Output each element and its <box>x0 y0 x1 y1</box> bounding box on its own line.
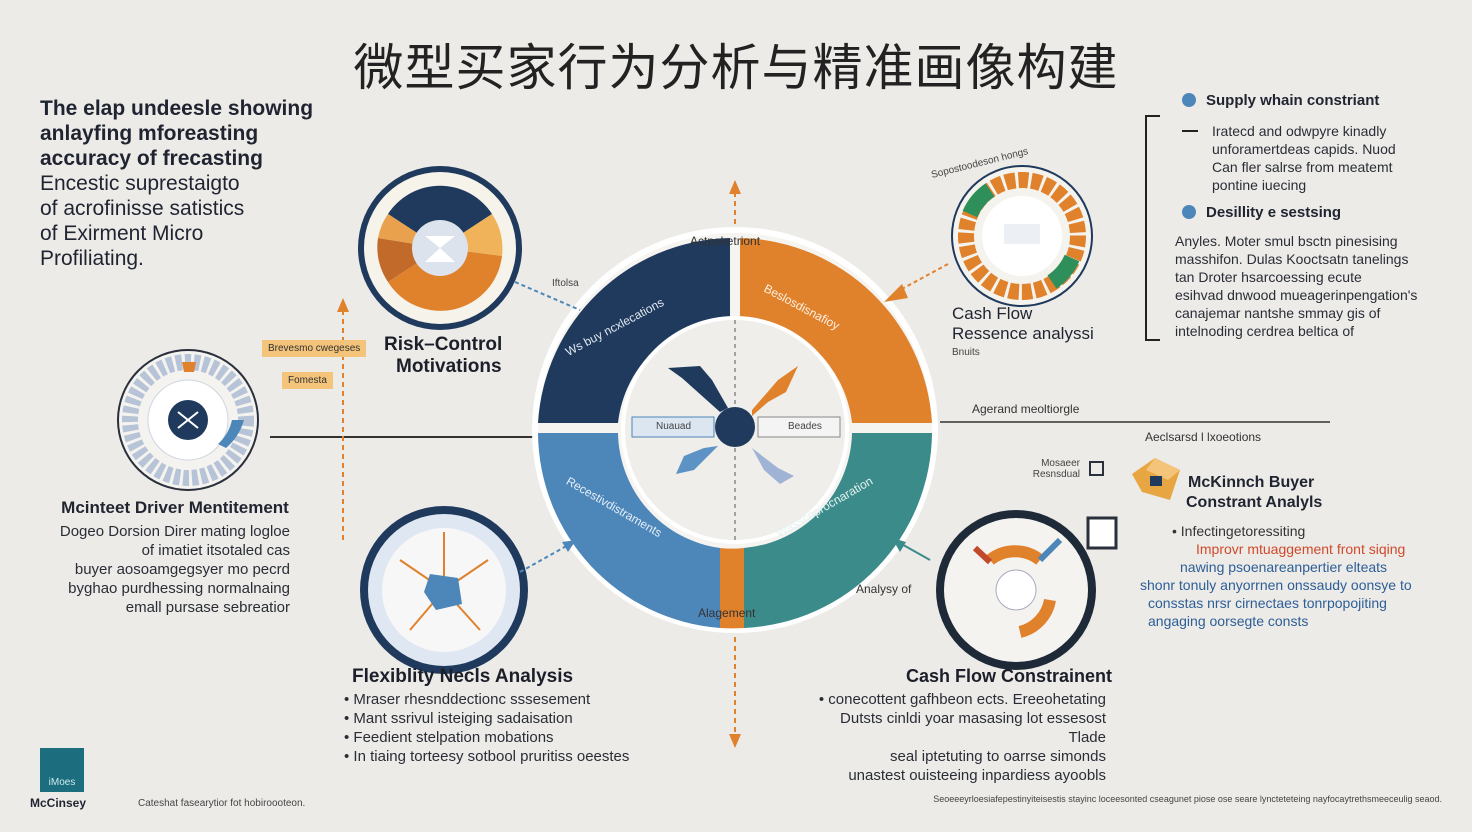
mck-title-1: McKinnch Buyer <box>1188 474 1315 491</box>
driver-title: Mcinteet Driver Mentitement <box>61 498 289 517</box>
intro-line: anlayfing mforeasting <box>40 122 259 145</box>
center-hub-right: Beades <box>788 421 822 432</box>
mck-title-2: Constrant Analyls <box>1186 494 1323 511</box>
driver-line: emall pursase sebreatior <box>125 599 290 616</box>
supply-line: unforamertdeas capids. Nuod <box>1212 141 1396 157</box>
brand-name: McCinsey <box>30 796 87 810</box>
quadrant-top-right <box>740 238 932 423</box>
driver-body: Dogeo Dorsion Direr mating logloe of ima… <box>30 522 290 617</box>
cashc-title: Cash Flow Constrainent <box>906 666 1113 686</box>
quadrant-bottom-right <box>744 433 932 628</box>
mck-line: shonr tonuly anyorrnen onssaudy oonsye t… <box>1140 577 1412 593</box>
brand-logo: iMoes <box>40 748 84 792</box>
driver-line: buyer aosoamgegsyer mo pecrd <box>74 561 290 578</box>
driver-line: Dogeo Dorsion Direr mating logloe <box>59 523 290 540</box>
footer-right: Seoeeeyrloesiafepestinyiteisestis stayin… <box>933 794 1442 804</box>
intro-line: The elap undeesle showing <box>40 97 314 120</box>
cashres-title-2: Ressence analyssi <box>952 324 1094 343</box>
desil-line: Anyles. Moter smul bsctn pinesising <box>1175 233 1398 249</box>
axis-bottom-arrow <box>729 734 741 748</box>
page-title: 微型买家行为分析与精准画像构建 <box>353 39 1119 97</box>
flex-bullet: • Mraser rhesnddectionc sssesement <box>344 691 591 708</box>
flex-bullet: • Mant ssrivul isteiging sadaisation <box>344 710 573 727</box>
intro-line: of Exirment Micro <box>40 222 204 245</box>
driver-tag: Brevesmo cwegeses <box>262 340 367 357</box>
desil-body: Anyles. Moter smul bsctn pinesising mass… <box>1175 232 1417 340</box>
flex-body: • Mraser rhesnddectionc sssesement • Man… <box>344 690 629 766</box>
line-label: Agerand meoltiorgle <box>972 402 1080 416</box>
cashres-donut <box>951 165 1093 307</box>
mck-line: angaging oorsegte consts <box>1148 613 1309 629</box>
flex-donut <box>360 506 528 674</box>
desil-line: masshifon. Dulas Kooctsatn tanelings <box>1175 251 1409 267</box>
quadrant-top-left <box>538 238 730 423</box>
cashc-line: • conecottent gafhbeon ects. Ereeohetati… <box>818 691 1106 708</box>
risk-side-tag: Iftolsa <box>552 278 579 289</box>
desil-title: Desillity e sestsing <box>1206 204 1342 221</box>
driver-line: byghao purdhessing normalnaing <box>68 580 290 597</box>
flex-bullet: • Feedient stelpation mobations <box>344 729 554 746</box>
desil-line: intelnoding cerdrea beltica of <box>1175 323 1355 339</box>
risk-title-1: Risk–Control <box>384 334 503 355</box>
center-top-label: Actpoketriont <box>690 234 761 248</box>
flex-bullet: • In tiaing torteesy sotbool pruritiss o… <box>344 748 630 765</box>
mck-line: • Infectingetoressiting <box>1172 523 1306 539</box>
risk-title-2: Motivations <box>396 356 502 377</box>
cashc-body: • conecottent gafhbeon ects. Ereeohetati… <box>800 690 1106 785</box>
intro-text: The elap undeesle showing anlayfing mfor… <box>40 96 330 271</box>
supply-line: Can fler salrse from meatemt <box>1212 159 1393 175</box>
driver-line: of imatiet itsotaled cas <box>141 542 290 559</box>
supply-title: Supply whain constriant <box>1206 92 1380 109</box>
central-ring <box>532 227 938 633</box>
driver-tag: Fomesta <box>282 372 333 389</box>
mck-line: nawing psoenareanpertier elteats <box>1180 559 1388 575</box>
marker-label: Mosaeer Resnsdual <box>1032 458 1080 480</box>
cashres-sub: Bnuits <box>952 347 980 358</box>
mck-body: • Infectingetoressiting Improvr mtuaggem… <box>1140 522 1412 630</box>
cashres-title-1: Cash Flow <box>952 304 1033 323</box>
intro-line: Profiliating. <box>40 247 144 270</box>
quadrant-bottom-left <box>538 433 720 628</box>
intro-line: accuracy of frecasting <box>40 147 263 170</box>
mck-line: consstas nrsr cirnectaes tonrpopojiting <box>1148 595 1387 611</box>
cube-icon <box>1132 458 1180 500</box>
flex-title: Flexiblity Necls Analysis <box>352 666 574 687</box>
mck-line: Improvr mtuaggement front siqing <box>1196 541 1406 557</box>
quadrant-bottom-accent <box>720 548 744 629</box>
line-label: Aeclsarsd l lxoeotions <box>1145 430 1262 444</box>
footer-left: Cateshat fasearytior fot hobiroooteon. <box>138 798 306 809</box>
center-hub-left: Nuauad <box>656 421 692 432</box>
left-axis-arrow <box>337 298 349 312</box>
supply-line: pontine iuecing <box>1212 177 1307 193</box>
cashc-line: seal iptetuting to oarrse simonds <box>890 748 1106 765</box>
driver-donut <box>117 349 259 491</box>
intro-line: Encestic suprestaigto <box>40 172 240 195</box>
desil-line: esihvad dnwood mueagerinpengation's <box>1175 287 1418 303</box>
supply-line: Iratecd and odwpyre kinadly <box>1212 123 1387 139</box>
axis-top-arrow <box>729 180 741 194</box>
risk-donut <box>358 166 522 330</box>
cashc-line: Dutsts cinldi yoar masasing lot essesost… <box>840 710 1106 746</box>
desil-line: canajemar nantshe smmay gis of <box>1175 305 1381 321</box>
supply-body: Iratecd and odwpyre kinadly unforamertde… <box>1212 122 1396 194</box>
desil-line: tan Droter hsarcoessing ecute <box>1175 269 1362 285</box>
cashc-donut <box>936 510 1096 670</box>
intro-line: of acrofinisse satistics <box>40 197 245 220</box>
center-bottom-label: Alagement <box>698 606 756 620</box>
cashc-side: Analysy of <box>856 582 912 596</box>
cashc-line: unastest ouisteeing inpardiess ayoobls <box>848 767 1106 784</box>
